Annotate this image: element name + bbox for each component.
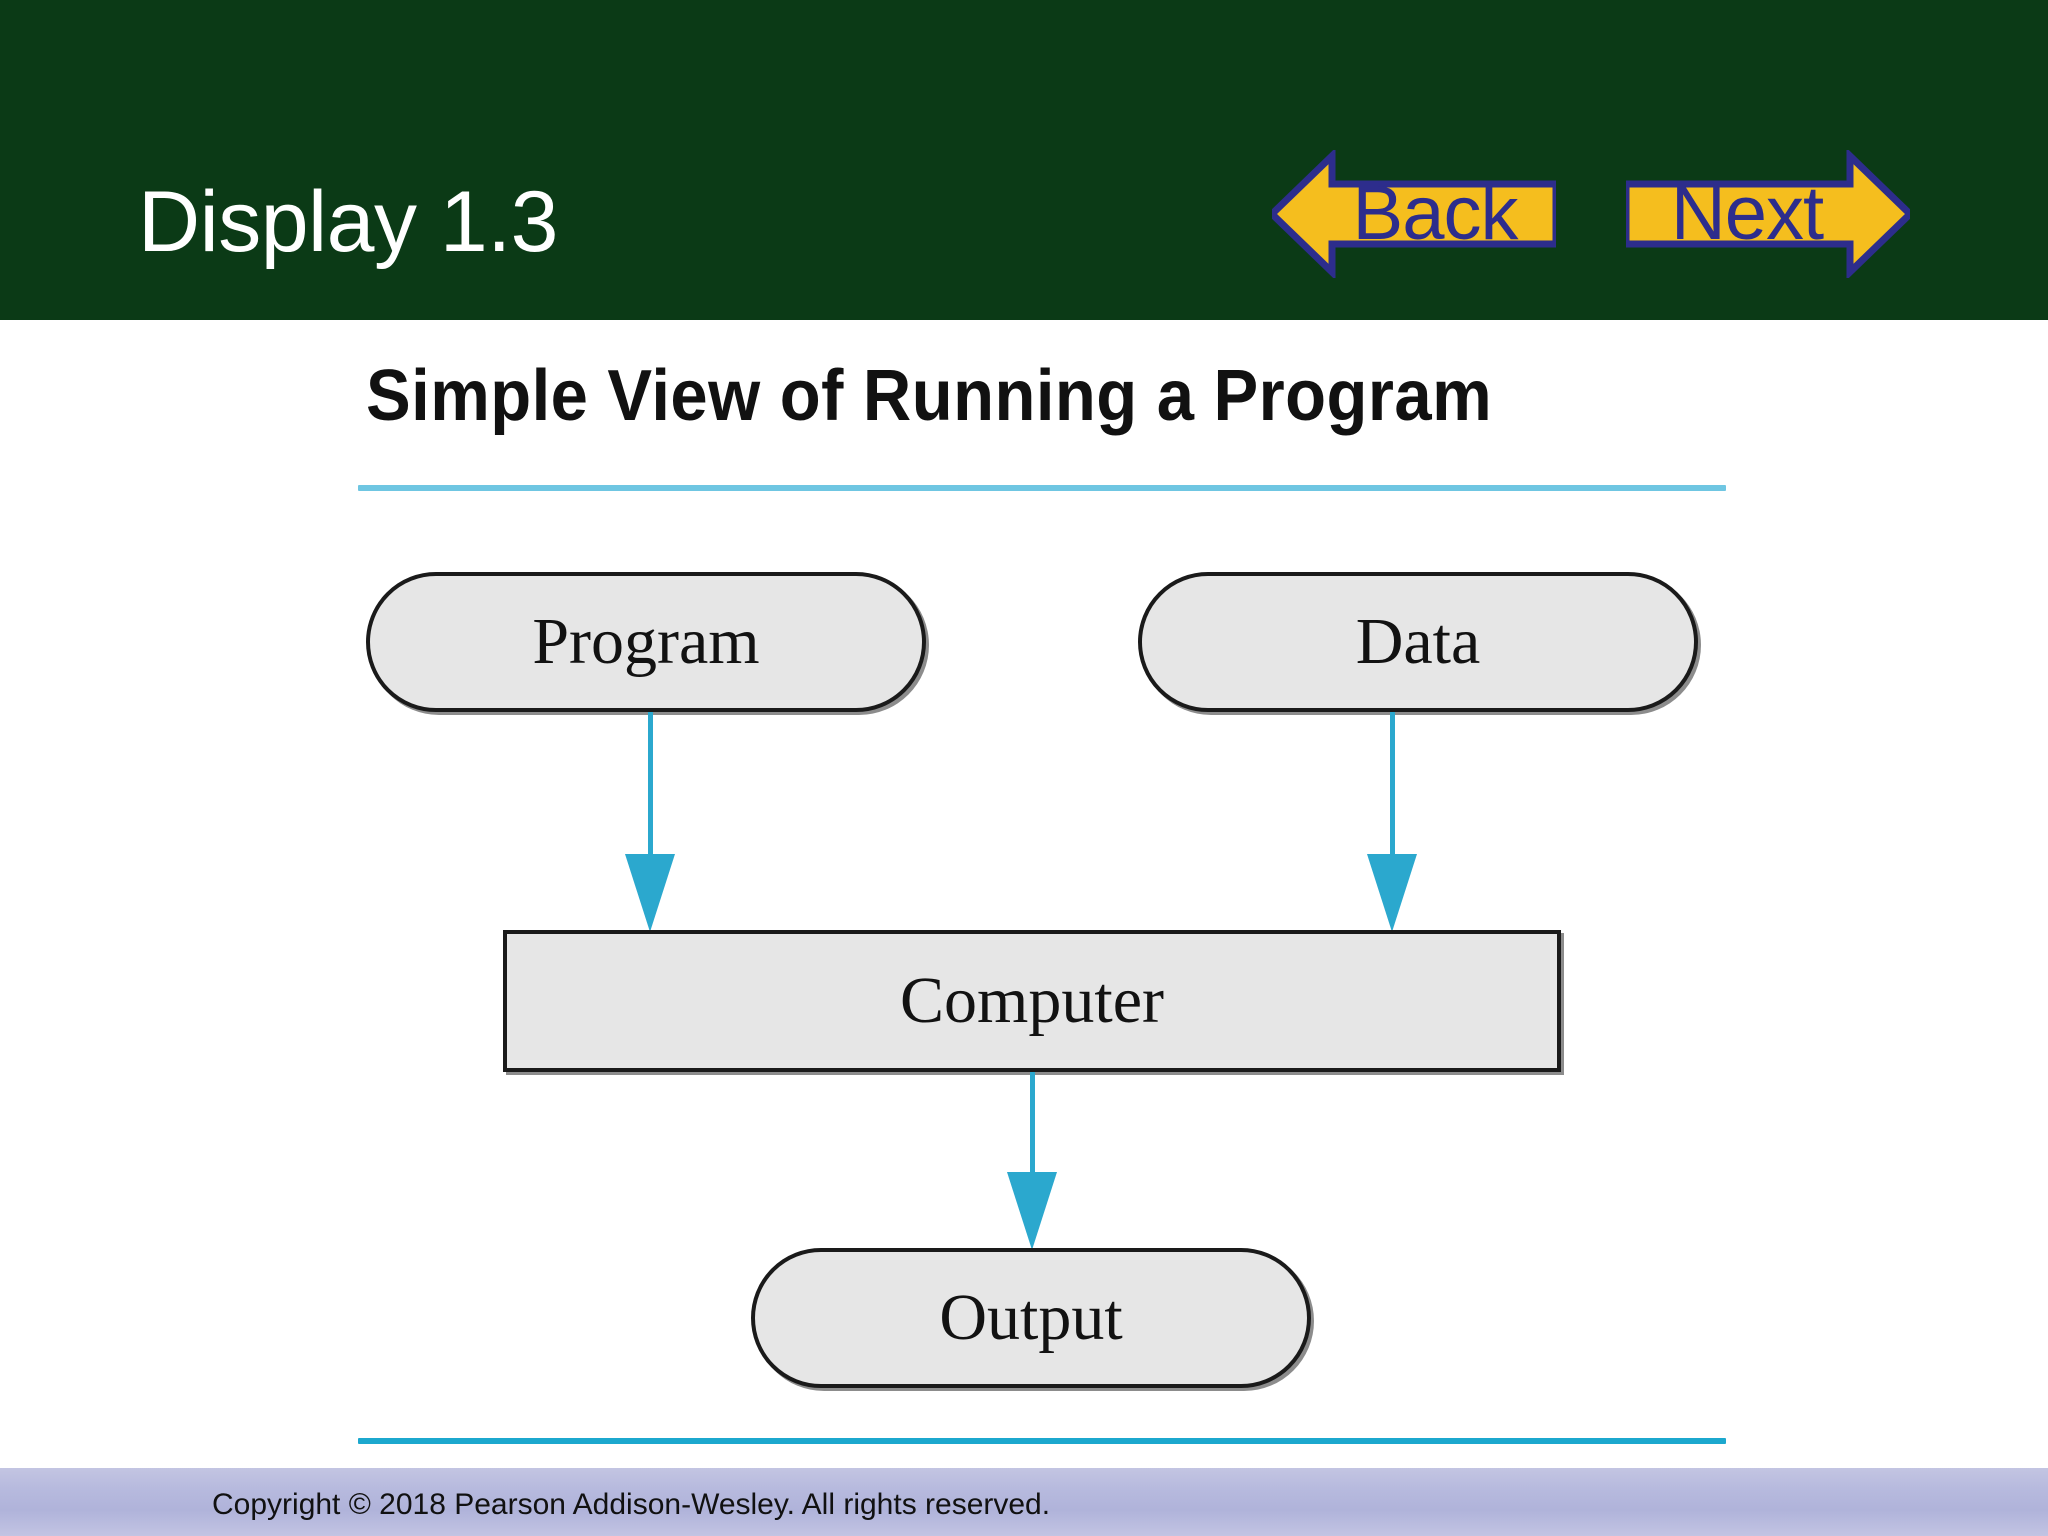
next-button[interactable]: Next [1626, 150, 1910, 278]
node-data-label: Data [1355, 605, 1481, 678]
arrow-program-to-computer [620, 712, 680, 932]
header-bar [0, 0, 2048, 320]
node-computer-label: Computer [900, 964, 1164, 1037]
footer-band [0, 1468, 2048, 1536]
copyright-notice: Copyright © 2018 Pearson Addison-Wesley.… [212, 1488, 1051, 1521]
arrow-data-to-computer [1362, 712, 1422, 932]
page-title: Display 1.3 [138, 174, 558, 270]
node-program-label: Program [532, 605, 760, 678]
node-data[interactable]: Data [1138, 572, 1698, 712]
divider-top [358, 485, 1726, 491]
arrow-right-icon [1626, 150, 1910, 278]
diagram-title: Simple View of Running a Program [366, 356, 1493, 436]
arrow-left-icon [1272, 150, 1556, 278]
slide-content: Simple View of Running a Program Program… [0, 320, 2048, 1468]
node-program[interactable]: Program [366, 572, 926, 712]
node-output-label: Output [939, 1281, 1123, 1354]
arrow-computer-to-output [1002, 1072, 1062, 1250]
divider-bottom [358, 1438, 1726, 1444]
node-computer[interactable]: Computer [503, 930, 1561, 1072]
node-output[interactable]: Output [751, 1248, 1311, 1388]
back-button[interactable]: Back [1272, 150, 1556, 278]
